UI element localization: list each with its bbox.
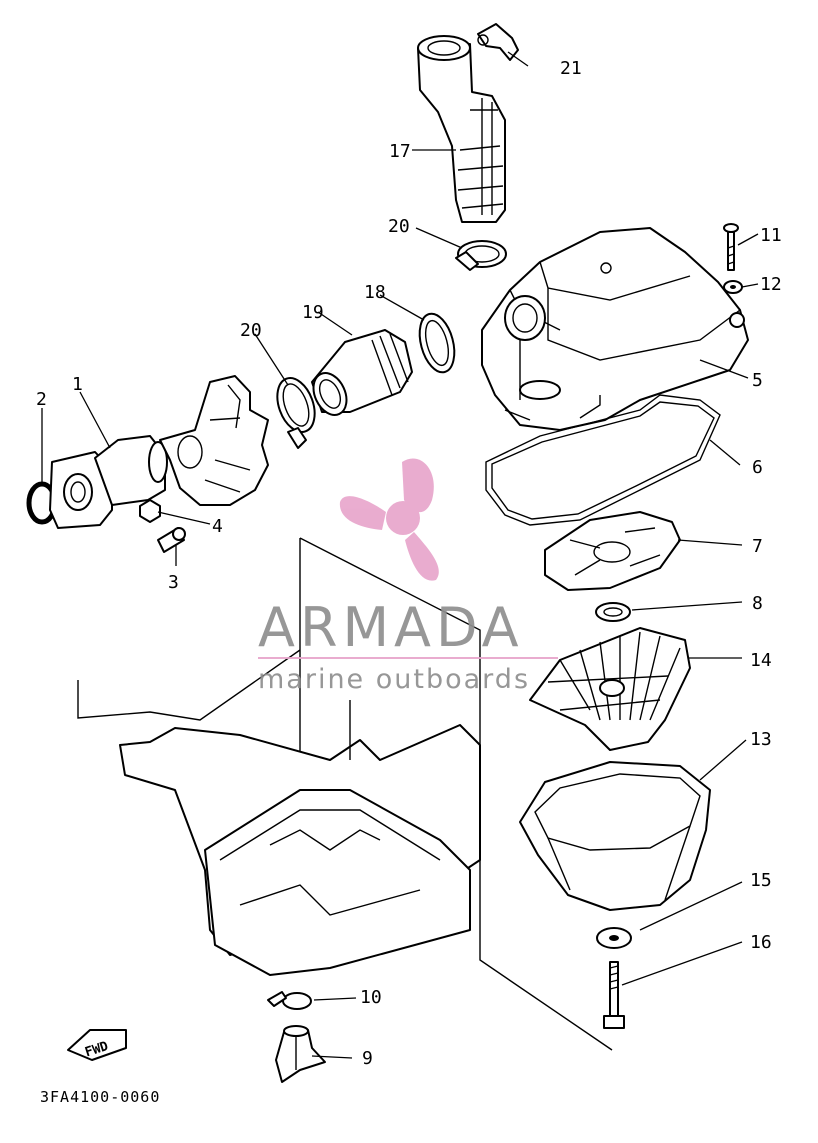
callout-3: 3 [168,572,179,593]
part-12-washer [723,280,743,294]
callout-21: 21 [560,58,582,79]
part-21-breather-fitting [477,23,519,61]
fwd-label: FWD [83,1039,110,1061]
callout-2: 2 [36,389,47,410]
part-7-filter-screen [544,511,681,591]
armada-watermark: ARMADA marine outboards [258,458,558,695]
part-9-drain-pipe [275,1025,326,1083]
part-1-intake-joint [49,435,168,529]
callout-19: 19 [302,302,324,323]
diagram-code: 3FA4100-0060 [40,1088,160,1106]
part-11-screw [723,223,739,271]
callout-1: 1 [72,374,83,395]
watermark-tagline: marine outboards [258,664,530,695]
callout-8: 8 [752,593,763,614]
callout-16: 16 [750,932,772,953]
part-14-element-cage [529,627,691,751]
propeller-logo-icon [339,458,439,581]
fwd-arrow: FWD [67,1029,127,1061]
callout-4: 4 [212,516,223,537]
leader-lines [41,51,759,1059]
part-15-washer [596,927,632,949]
callout-15: 15 [750,870,772,891]
callout-10: 10 [360,987,382,1008]
callout-6: 6 [752,457,763,478]
part-19-intake-boot [311,329,413,416]
callout-14: 14 [750,650,772,671]
part-17-intake-duct [417,35,506,223]
part-18-clamp [418,312,456,374]
callout-17: 17 [389,141,411,162]
engine-frame-outline [77,537,613,1051]
part-8-ring [595,602,631,622]
callout-18: 18 [364,282,386,303]
part-10-clip [267,991,312,1010]
part-3-bolt [157,527,186,553]
part-20-hose-clamp-left [276,377,316,449]
part-4-nut [139,499,161,523]
part-20-hose-clamp-top [455,240,507,271]
callout-11: 11 [760,225,782,246]
callout-labels: 2 1 3 4 5 6 7 8 9 10 11 12 13 14 15 16 1… [36,58,782,1069]
callout-13: 13 [750,729,772,750]
watermark-brand: ARMADA [258,596,524,659]
callout-20-top: 20 [388,216,410,237]
carburetor-body [159,375,269,506]
part-5-air-filter-case [481,227,749,431]
callout-12: 12 [760,274,782,295]
part-6-gasket [485,394,721,526]
part-16-long-bolt [603,961,625,1029]
callout-9: 9 [362,1048,373,1069]
part-13-filter-element [519,761,711,911]
callout-20-left: 20 [240,320,262,341]
callout-7: 7 [752,536,763,557]
callout-5: 5 [752,370,763,391]
